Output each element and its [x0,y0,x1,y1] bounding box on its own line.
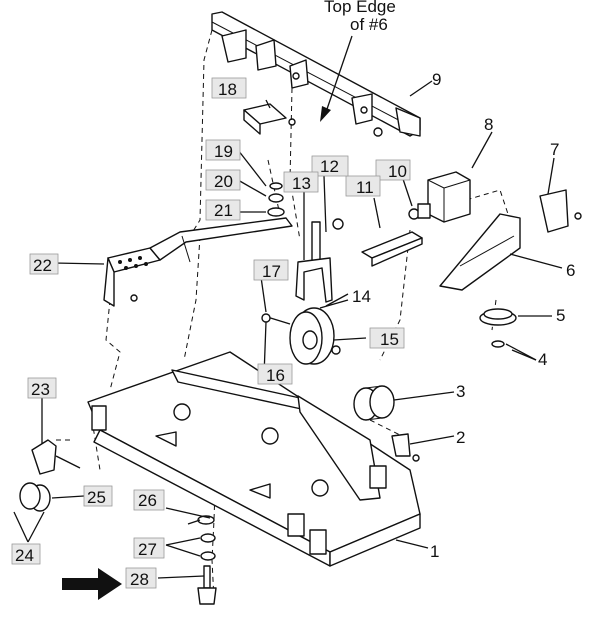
label-16: 16 [257,363,293,385]
label-19: 19 [205,139,241,161]
label-23-text: 23 [31,380,50,399]
label-22: 22 [29,253,59,275]
label-2-text: 2 [456,428,465,447]
roller-25-part [19,482,51,512]
label-15-text: 15 [380,330,399,349]
label-22-text: 22 [33,256,52,275]
label-9-text: 9 [432,70,441,89]
label-14: 14 [352,287,371,306]
label-18-text: 18 [218,80,237,99]
label-27: 27 [133,537,165,559]
bracket-23-part [31,439,81,475]
spindle-part [187,515,217,605]
bracket-18-part [243,103,296,135]
mower-deck-part [87,351,421,567]
label-21: 21 [205,199,241,221]
label-16-text: 16 [266,366,285,385]
label-25-text: 25 [87,488,106,507]
label-7-text: 7 [550,140,559,159]
caster-arm-part [103,217,293,307]
clevis-part [391,433,420,462]
label-12: 12 [311,155,349,177]
label-12-text: 12 [320,157,339,176]
label-8-text: 8 [484,115,493,134]
top-beam-part [211,11,421,137]
callout-line1: Top Edge [324,0,396,16]
callout-line2: of #6 [350,15,388,34]
callout-arrow [320,35,353,122]
label-13-text: 13 [292,174,311,193]
highlight-arrow [62,568,122,600]
label-23: 23 [27,377,57,399]
label-4-text: 4 [538,350,547,369]
label-19-text: 19 [214,142,233,161]
bolts-part [261,299,349,325]
label-20: 20 [205,169,241,191]
label-28: 28 [125,567,157,589]
label-17-text: 17 [262,262,281,281]
label-1-text: 1 [430,542,439,561]
leader-lines [13,80,563,579]
label-4: 4 [538,350,547,369]
washers-19-21-part [267,182,285,217]
caster-fork-part [295,218,344,303]
label-21-text: 21 [214,201,233,220]
label-26: 26 [133,489,165,511]
wheel-part [289,307,341,365]
label-20-text: 20 [214,172,233,191]
label-18: 18 [211,77,247,99]
label-27-text: 27 [138,540,157,559]
label-7: 7 [550,140,559,159]
gearbox-part [417,171,471,223]
bracket-7-part [539,189,582,233]
label-26-text: 26 [138,491,157,510]
label-13: 13 [283,171,319,193]
label-3: 3 [456,382,465,401]
label-6-text: 6 [566,261,575,280]
label-28-text: 28 [130,570,149,589]
label-17: 17 [253,259,289,281]
label-24-text: 24 [15,546,34,565]
label-10-text: 10 [388,162,407,181]
label-10: 10 [375,159,411,181]
label-15: 15 [369,327,405,349]
label-14-text: 14 [352,287,371,306]
label-9: 9 [432,70,441,89]
shield-11-part [361,208,423,267]
label-2: 2 [456,428,465,447]
label-25: 25 [83,485,113,507]
label-6: 6 [566,261,575,280]
label-11: 11 [345,175,381,197]
mount-plate-part [439,213,521,291]
label-5-text: 5 [556,306,565,325]
label-24: 24 [11,543,41,565]
pulley-part [479,308,517,348]
label-1: 1 [430,542,439,561]
roller-part [353,385,395,421]
label-8: 8 [484,115,493,134]
label-5: 5 [556,306,565,325]
label-3-text: 3 [456,382,465,401]
label-11-text: 11 [356,178,374,197]
